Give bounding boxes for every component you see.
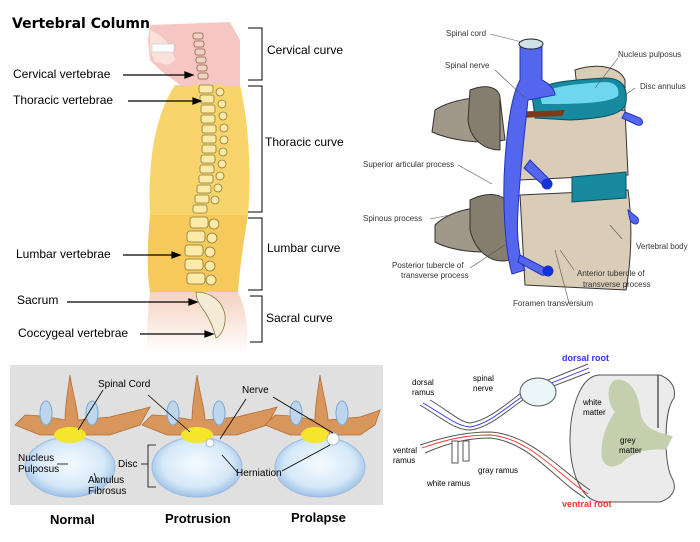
grey-matter-shape <box>601 379 673 467</box>
label-nucleus-pulposus: Nucleus pulposus <box>618 50 682 59</box>
label-superior-articular-process: Superior articular process <box>363 160 455 169</box>
label-lumbar-curve: Lumbar curve <box>267 241 341 255</box>
curve-brackets <box>248 27 263 343</box>
label-gray-ramus: gray ramus <box>478 466 519 475</box>
label-thoracic-curve: Thoracic curve <box>265 135 344 149</box>
vertebra-protrusion <box>141 374 278 498</box>
bracket-cervical <box>248 27 263 81</box>
spinal-nerve-illustration <box>419 363 675 503</box>
label-spinal-cord-disc: Spinal Cord <box>98 379 151 390</box>
label-arrows <box>67 71 215 338</box>
label-anterior-tubercle-2: transverse process <box>583 280 651 289</box>
label-dorsal-ramus-2: ramus <box>412 388 435 397</box>
vertebra-normal <box>14 374 151 498</box>
label-cervical-vertebrae: Cervical vertebrae <box>13 67 111 81</box>
vertebral-column-title: Vertebral Column <box>12 16 150 32</box>
stage-prolapse: Prolapse <box>291 510 346 525</box>
label-nucleus-2: Pulposus <box>18 464 60 475</box>
label-posterior-tubercle-2: transverse process <box>401 271 469 280</box>
label-spinal-nerve-2: nerve <box>473 384 494 393</box>
spinal-cord-and-nerves <box>503 38 643 277</box>
label-thoracic-vertebrae: Thoracic vertebrae <box>13 93 114 107</box>
label-grey-matter-2: matter <box>619 446 642 455</box>
dorsal-root-ganglion <box>519 377 557 407</box>
vertebra-illustration <box>429 33 643 304</box>
label-anterior-tubercle-1: Anterior tubercle of <box>577 269 645 278</box>
label-foramen-transversium: Foramen transversium <box>513 299 594 308</box>
label-annulus-2: Fibrosus <box>88 486 127 497</box>
ventral-fiber <box>421 434 589 495</box>
label-dorsal-root: dorsal root <box>562 353 610 363</box>
label-nerve: Nerve <box>242 385 269 396</box>
label-ventral-ramus-1: ventral <box>393 446 418 455</box>
label-annulus-1: Annulus <box>88 475 125 486</box>
stage-protrusion: Protrusion <box>165 511 231 526</box>
label-sacrum: Sacrum <box>17 293 59 307</box>
label-nucleus-1: Nucleus <box>18 453 55 464</box>
label-white-matter-1: white <box>583 398 602 407</box>
bracket-thoracic <box>248 85 263 213</box>
herniation-leaders <box>57 389 334 488</box>
nucleus-pulposus-shape <box>540 82 619 104</box>
label-white-matter-2: matter <box>583 408 606 417</box>
spine-vertebrae <box>184 32 229 339</box>
vertebra-3d-panel: Spinal cord Spinal nerve Nucleus pulposu… <box>350 0 700 330</box>
leader-lines <box>429 33 636 304</box>
label-cervical-curve: Cervical curve <box>267 43 344 57</box>
label-grey-matter-1: grey <box>620 436 636 445</box>
bracket-lumbar <box>248 217 263 291</box>
label-sacral-curve: Sacral curve <box>266 311 333 325</box>
label-spinous-process: Spinous process <box>363 214 423 223</box>
disc-herniation-panel: Spinal Cord Nerve Nucleus Pulposus Annul… <box>0 355 390 542</box>
label-disc-annulus: Disc annulus <box>640 82 686 91</box>
label-herniation: Herniation <box>236 468 282 479</box>
label-lumbar-vertebrae: Lumbar vertebrae <box>16 247 111 261</box>
label-dorsal-ramus-1: dorsal <box>412 378 434 387</box>
label-disc: Disc <box>118 459 138 470</box>
herniation-illustration <box>14 374 381 498</box>
vertebral-column-panel: Vertebral Column Cervical vertebrae Thor… <box>0 0 350 355</box>
label-ventral-root: ventral root <box>562 499 612 509</box>
dorsal-fiber <box>422 367 590 428</box>
label-coccygeal-vertebrae: Coccygeal vertebrae <box>18 326 129 340</box>
head-neck-shape <box>148 22 240 85</box>
stage-normal: Normal <box>50 512 95 527</box>
vertebra-prolapse <box>264 374 381 498</box>
spine-illustration <box>67 22 263 355</box>
label-spinal-cord: Spinal cord <box>446 29 487 38</box>
spinal-nerve-panel: dorsal root ventral root dorsal ramus sp… <box>390 350 700 542</box>
label-vertebral-body: Vertebral body <box>636 242 688 251</box>
label-posterior-tubercle-1: Posterior tubercle of <box>392 261 464 270</box>
label-spinal-nerve-1: spinal <box>473 374 494 383</box>
bracket-sacral <box>250 295 263 343</box>
label-spinal-nerve: Spinal nerve <box>445 61 490 70</box>
label-white-ramus: white ramus <box>427 479 471 488</box>
label-ventral-ramus-2: ramus <box>393 456 416 465</box>
